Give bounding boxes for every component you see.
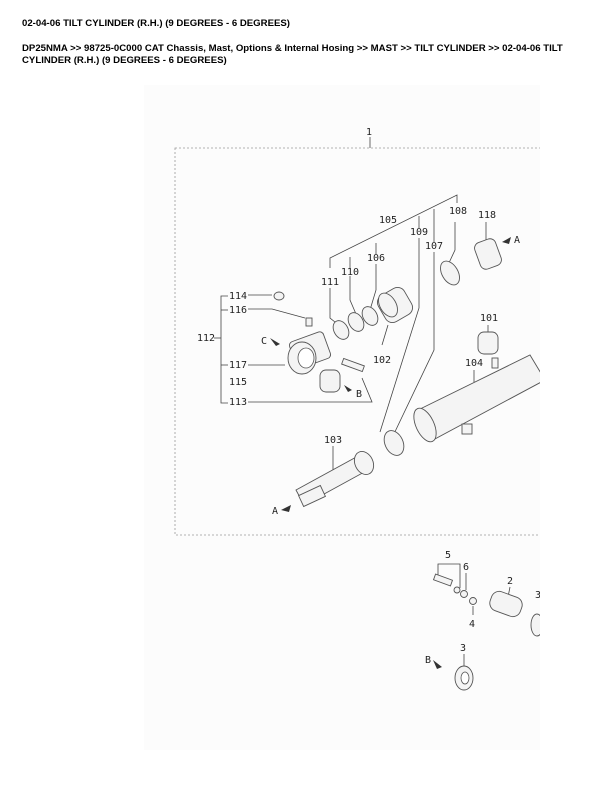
callout-116: 116 [229, 305, 247, 316]
washer-6 [460, 590, 468, 598]
callout-1: 1 [366, 127, 372, 138]
bushing-101 [477, 331, 499, 355]
bushing-115 [319, 369, 341, 393]
callout-109: 109 [410, 227, 428, 238]
callout-117: 117 [229, 360, 247, 371]
callout-3-upper: 3 [535, 590, 540, 601]
page-title: 02-04-06 TILT CYLINDER (R.H.) (9 DEGREES… [22, 18, 290, 29]
callout-3-lower: 3 [460, 643, 466, 654]
marker-b-upper: B [356, 389, 362, 400]
callout-112: 112 [197, 333, 215, 344]
callout-2: 2 [507, 576, 513, 587]
arrow-icon [433, 660, 442, 669]
parts-diagram: 1 105 108 118 109 107 106 110 111 102 11… [144, 85, 546, 750]
arrow-icon [502, 237, 511, 244]
nut-114 [273, 291, 285, 301]
bolt-113 [341, 357, 365, 373]
callout-115: 115 [229, 377, 247, 388]
callout-101: 101 [480, 313, 498, 324]
arrow-icon [344, 385, 352, 392]
nut-4 [469, 597, 477, 605]
arrow-icon [281, 505, 291, 512]
washer-3-upper [530, 613, 544, 637]
seal-110 [347, 312, 365, 332]
callout-4: 4 [469, 619, 475, 630]
callout-103: 103 [324, 435, 342, 446]
callout-118: 118 [478, 210, 496, 221]
callout-114: 114 [229, 291, 247, 302]
callout-6: 6 [463, 562, 469, 573]
callout-108: 108 [449, 206, 467, 217]
arrow-icon [270, 338, 280, 346]
callout-102: 102 [373, 355, 391, 366]
callout-111: 111 [321, 277, 339, 288]
ring-109 [383, 430, 405, 456]
seal-111 [332, 320, 350, 340]
callout-5: 5 [445, 550, 451, 561]
callout-106: 106 [367, 253, 385, 264]
callout-105: 105 [379, 215, 397, 226]
marker-a-lower: A [272, 506, 278, 517]
marker-a-upper: A [514, 235, 520, 246]
callout-107: 107 [425, 241, 443, 252]
exploded-view-drawing: 1 105 108 118 109 107 106 110 111 102 11… [174, 127, 546, 691]
assembly-boundary [174, 147, 546, 536]
o-ring-108 [440, 260, 460, 286]
callout-110: 110 [341, 267, 359, 278]
seal-106 [361, 306, 379, 326]
breadcrumb: DP25NMA >> 98725-0C000 CAT Chassis, Mast… [22, 43, 563, 66]
washer-icon [453, 586, 461, 594]
marker-b-lower: B [425, 655, 431, 666]
callout-113: 113 [229, 397, 247, 408]
pin-2 [489, 590, 523, 618]
marker-c: C [261, 336, 267, 347]
bushing-118 [474, 238, 502, 270]
callout-104: 104 [465, 358, 483, 369]
grease-nipple-116 [305, 317, 313, 327]
bolt-5 [432, 573, 454, 587]
